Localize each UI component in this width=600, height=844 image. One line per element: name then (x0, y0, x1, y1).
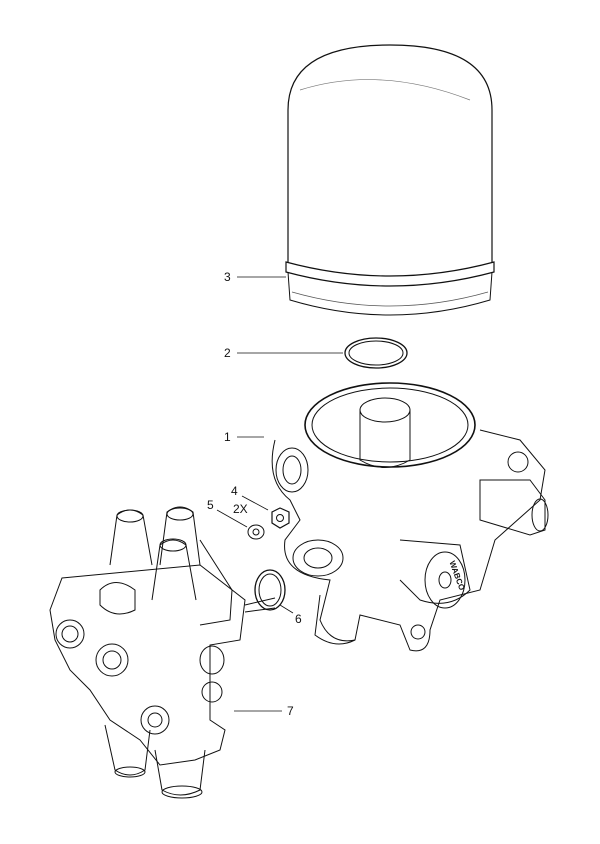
quantity-note: 2X (233, 502, 248, 516)
callout-3: 3 (224, 270, 231, 284)
leader-lines (216, 276, 343, 712)
nut (271, 507, 290, 529)
air-dryer-housing (271, 382, 549, 652)
callout-6: 6 (295, 612, 302, 626)
callout-5: 5 (207, 498, 214, 512)
filter-cartridge (285, 44, 495, 316)
o-ring (254, 569, 286, 611)
multi-circuit-protection-valve (49, 506, 276, 799)
callout-7: 7 (287, 704, 294, 718)
callout-1: 1 (224, 430, 231, 444)
washer (247, 524, 265, 540)
callout-4: 4 (231, 484, 238, 498)
sealing-ring (344, 337, 408, 369)
callout-2: 2 (224, 346, 231, 360)
